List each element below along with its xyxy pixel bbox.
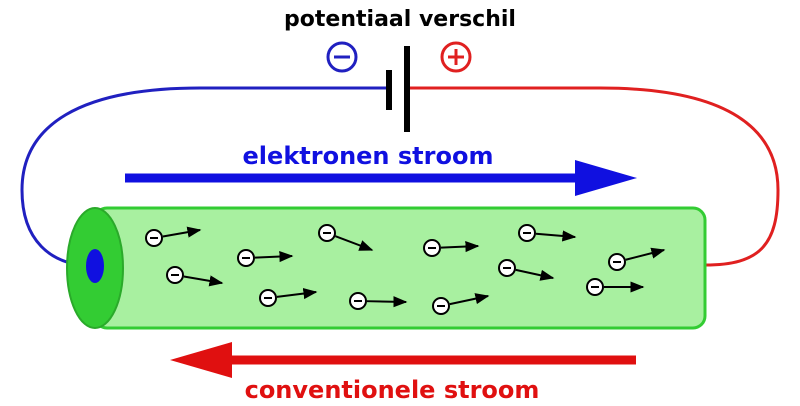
electron xyxy=(586,278,645,296)
electron xyxy=(608,247,666,271)
conventional-flow-arrow-head xyxy=(170,342,232,378)
electron-motion-arrow xyxy=(162,226,202,238)
electron xyxy=(318,224,374,251)
electron-motion-arrow xyxy=(276,288,318,300)
electron-motion-arrow xyxy=(535,230,577,242)
negative-wire xyxy=(20,86,388,268)
electron-motion-arrow xyxy=(625,247,666,261)
electron-motion-arrow xyxy=(254,250,294,263)
electron-motion-arrow xyxy=(449,293,490,306)
electron xyxy=(432,293,490,315)
electron-motion-arrow xyxy=(335,235,374,251)
battery-long-plate xyxy=(404,46,410,132)
electron xyxy=(423,239,480,257)
battery-short-plate xyxy=(386,70,392,110)
positive-wire xyxy=(408,86,780,267)
electron xyxy=(237,249,294,267)
conventional-flow-label: conventionele stroom xyxy=(245,376,540,404)
electron-flow-label: elektronen stroom xyxy=(243,142,494,170)
electron-motion-arrow xyxy=(440,240,480,253)
electron xyxy=(145,226,202,247)
conductor-wire-contact xyxy=(86,249,104,283)
electron xyxy=(518,224,577,242)
electron-motion-arrow xyxy=(366,296,408,308)
electron xyxy=(166,266,224,287)
negative-terminal-icon xyxy=(326,41,358,73)
positive-terminal-icon xyxy=(440,41,472,73)
electron xyxy=(349,292,408,310)
electron-motion-arrow xyxy=(515,268,555,281)
electron xyxy=(259,288,318,307)
electron-flow-arrow-head xyxy=(575,160,637,196)
electron-motion-arrow xyxy=(183,275,224,287)
title-text: potentiaal verschil xyxy=(284,7,516,32)
electrons-group xyxy=(145,224,666,315)
electron xyxy=(498,259,555,281)
